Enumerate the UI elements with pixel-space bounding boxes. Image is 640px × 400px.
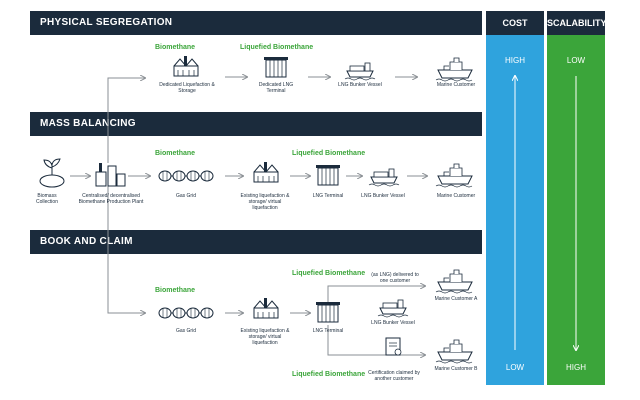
node-label: LNG Bunker Vessel: [338, 82, 382, 88]
node-label: LNG Bunker Vessel: [361, 193, 405, 199]
section-title: BOOK AND CLAIM: [40, 236, 133, 247]
scalability-bottom-label: HIGH: [566, 363, 586, 372]
scalability-top-label: LOW: [566, 56, 586, 65]
node-label: Dedicated LNG Terminal: [258, 82, 294, 94]
liquefaction-plant-icon: [173, 55, 199, 77]
node-label: Existing liquefaction & storage/ virtual…: [240, 193, 290, 211]
node-label: Marine Customer A: [434, 296, 478, 302]
section-mass-balancing: MASS BALANCING: [30, 112, 482, 136]
certificate-icon: [385, 337, 402, 356]
section-book-and-claim: BOOK AND CLAIM: [30, 230, 482, 254]
section-title: MASS BALANCING: [40, 118, 136, 129]
cost-top-label: HIGH: [505, 56, 525, 65]
node-label: Marine Customer: [436, 193, 476, 199]
lng-terminal-icon: [315, 164, 341, 186]
green-label: Biomethane: [155, 150, 196, 157]
node-label: Certification claimed by another custome…: [368, 370, 420, 382]
node-label: Biomass Collection: [36, 193, 58, 205]
marine-ship-icon: [435, 57, 473, 82]
node-label: Gas Grid: [175, 193, 196, 199]
node-label: Marine Customer: [436, 82, 476, 88]
lng-terminal-icon: [263, 56, 289, 78]
node-label: Existing liquefaction & storage/ virtual…: [240, 328, 290, 346]
branch-arrow-book: [107, 185, 145, 313]
green-label: Liquefied Biomethane: [240, 44, 314, 51]
green-label: Liquefied Biomethane: [292, 371, 366, 378]
green-label: Liquefied Biomethane: [292, 150, 366, 157]
green-label: Liquefied Biomethane: [292, 270, 366, 277]
marine-ship-icon: [435, 269, 473, 294]
section-title: PHYSICAL SEGREGATION: [40, 17, 173, 28]
node-label: Marine Customer B: [434, 366, 478, 372]
node-label: Dedicated Liquefaction & Storage: [159, 82, 215, 94]
gas-grid-icon: [158, 307, 214, 319]
bunker-vessel-icon: [368, 168, 400, 187]
node-label: LNG Terminal: [312, 193, 344, 199]
green-label: Biomethane: [155, 287, 196, 294]
branch-arrow-physical: [107, 78, 145, 163]
lng-terminal-icon: [315, 301, 341, 323]
cost-title: COST: [486, 11, 544, 35]
marine-ship-icon: [435, 163, 473, 188]
cost-bottom-label: LOW: [505, 363, 525, 372]
scalability-title: SCALABILITY: [547, 11, 607, 35]
node-label: LNG Terminal: [312, 328, 344, 334]
node-label: Gas Grid: [175, 328, 196, 334]
arrow-customer-a: [327, 286, 425, 302]
node-label: Centralised/ decentralised Biomethane Pr…: [78, 193, 144, 205]
node-label: (as LNG) delivered to one customer: [371, 272, 419, 284]
liquefaction-plant-icon: [253, 161, 279, 183]
node-label: LNG Bunker Vessel: [371, 320, 415, 326]
marine-ship-icon: [435, 339, 473, 364]
liquefaction-plant-icon: [253, 297, 279, 319]
gas-grid-icon: [158, 170, 214, 182]
production-plant-icon: [95, 163, 126, 187]
bunker-vessel-icon: [344, 62, 376, 81]
biomass-icon: [39, 158, 65, 188]
bunker-vessel-icon: [377, 299, 409, 318]
green-label: Biomethane: [155, 44, 196, 51]
section-physical-segregation: PHYSICAL SEGREGATION: [30, 11, 482, 35]
